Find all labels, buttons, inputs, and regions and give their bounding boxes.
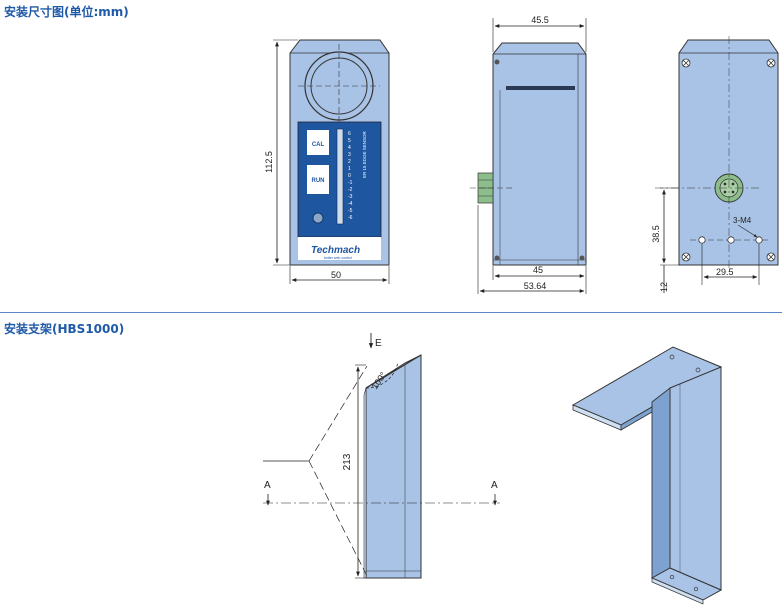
scale-label: -3	[348, 194, 353, 200]
screw-icon	[579, 255, 585, 261]
dim-38-5-label: 38.5	[651, 225, 661, 243]
scale-label: 6	[348, 131, 351, 137]
mount-hole-icon	[698, 236, 706, 244]
status-led	[312, 212, 324, 224]
label-a-left: A	[264, 480, 271, 491]
side-view: 45.5 45 53.64	[470, 15, 587, 294]
led-bar	[336, 128, 344, 225]
bracket-3d-view	[571, 346, 723, 605]
bracket-hole-icon	[693, 586, 699, 592]
bracket-hole-icon	[669, 354, 675, 360]
dim-12-label: 12	[659, 282, 669, 292]
brand-logo: Techmach	[311, 245, 360, 256]
back-view: 3-M4 38.5 12 29.5	[651, 36, 779, 293]
corner-screw-icon	[681, 58, 691, 68]
scale-label: 1	[348, 166, 351, 172]
bracket-vertical-plate	[669, 366, 722, 591]
dimensions-section-title: 安装尺寸图(单位:mm)	[4, 5, 129, 19]
dim-bottom-inner-label: 45	[533, 265, 543, 275]
scale-label: -5	[348, 208, 353, 214]
scale-label: -6	[348, 215, 353, 221]
scale-label: 0	[348, 173, 351, 179]
brand-slogan: better web control	[324, 256, 352, 260]
screw-icon	[494, 59, 500, 65]
cal-label: CAL	[312, 142, 325, 148]
dim-top-label: 45.5	[531, 15, 549, 25]
scale-label: -1	[348, 180, 353, 186]
cal-button[interactable]	[307, 130, 329, 155]
dim-bottom-outer-label: 53.64	[524, 281, 547, 291]
mount-hole-icon	[755, 236, 763, 244]
label-a-right: A	[491, 480, 498, 491]
run-label: RUN	[312, 178, 325, 184]
label-e: E	[375, 338, 382, 349]
thread-label: 3-M4	[733, 216, 752, 225]
scale-label: 3	[348, 152, 351, 158]
section-divider	[0, 312, 782, 313]
dim-213-label: 213	[342, 453, 353, 470]
bracket-hole-icon	[695, 367, 701, 373]
screw-icon	[494, 255, 500, 261]
corner-screw-icon	[766, 252, 776, 262]
scale-label: -4	[348, 201, 353, 207]
scale-label: 4	[348, 145, 351, 151]
scale-label: -2	[348, 187, 353, 193]
dim-29-5-label: 29.5	[716, 267, 734, 277]
bracket-hole-icon	[669, 574, 675, 580]
mount-hole-icon	[727, 236, 735, 244]
sensor-label: ER 15 EDGE SENSOR	[362, 130, 367, 178]
bracket-side-view: E 100° 213 A A	[263, 333, 500, 579]
bracket-section-title: 安装支架(HBS1000)	[4, 322, 125, 336]
side-groove	[506, 86, 575, 90]
dim-width-label: 50	[331, 270, 341, 280]
corner-screw-icon	[681, 252, 691, 262]
scale-label: 5	[348, 138, 351, 144]
corner-screw-icon	[766, 58, 776, 68]
scale-label: 2	[348, 159, 351, 165]
dim-height-label: 112.5	[264, 151, 274, 173]
run-button[interactable]	[307, 165, 329, 194]
